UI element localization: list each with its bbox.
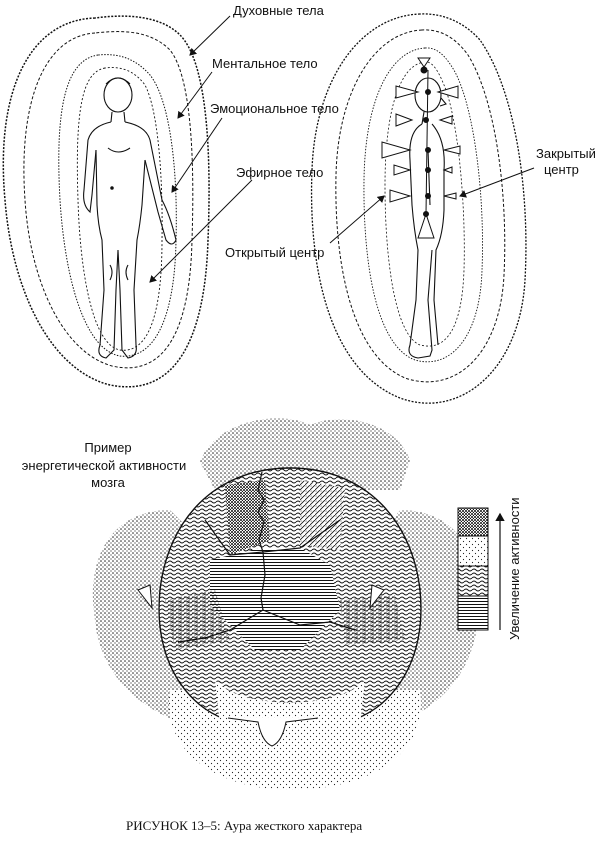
outer-aura-outline — [2, 15, 210, 388]
brain-title-line3: мозга — [91, 475, 125, 490]
pointer-mental — [177, 71, 213, 119]
chakra-cone-sacral-front — [443, 192, 457, 200]
pointer-open-center — [329, 195, 385, 244]
chakra-cone-heart-front — [443, 145, 461, 155]
pointer-emotional — [171, 117, 223, 193]
right-frontal-zone — [300, 480, 345, 550]
scale-level-5 — [457, 507, 489, 537]
scale-label: Увеличение активности — [507, 497, 522, 640]
chakra-cone-brow-back — [395, 85, 420, 99]
frontal-zone — [225, 480, 270, 555]
scale-level-2 — [457, 595, 489, 631]
brain-title-line1: Пример — [84, 440, 131, 455]
label-closed-center-2: центр — [544, 162, 579, 177]
right-temporal-zone — [340, 595, 405, 645]
pointer-etheric — [149, 179, 253, 283]
label-open-center: Открытый центр — [225, 245, 324, 260]
left-horn — [137, 584, 153, 610]
brain-energy-diagram — [92, 418, 480, 790]
brain-title: Пример энергетической активности мозга — [22, 440, 187, 490]
label-emotional-body: Эмоциональное тело — [210, 101, 339, 116]
scale-level-4 — [457, 535, 489, 567]
chakra-cone-root — [417, 212, 435, 239]
right-horn — [369, 584, 385, 610]
pointer-lines — [149, 15, 535, 283]
human-figure-front — [83, 77, 177, 359]
right-aura-figure — [310, 13, 527, 404]
occipital-zone — [215, 680, 365, 737]
mental-body-outline — [58, 54, 177, 357]
chakra-cone-solar-front — [442, 166, 453, 174]
chakra-cone-sacral-back — [389, 189, 412, 203]
label-mental-body: Ментальное тело — [212, 56, 318, 71]
chakra-centers — [381, 57, 461, 239]
label-etheric-body: Эфирное тело — [236, 165, 323, 180]
chakra-cone-throat-front — [438, 115, 453, 125]
pointer-closed-center — [459, 167, 535, 198]
pointer-spiritual — [189, 15, 231, 56]
chakra-cone-brow-front — [436, 85, 459, 99]
label-closed-center-1: Закрытый — [536, 146, 596, 161]
second-aura-outline — [23, 31, 194, 369]
chakra-cone-heart-back — [381, 141, 412, 159]
right-second-aura — [335, 29, 506, 383]
emotional-body-outline — [76, 67, 163, 351]
nose-chin — [227, 717, 319, 747]
right-inner-aura — [363, 47, 483, 363]
right-outer-aura — [310, 13, 527, 404]
chakra-cone-throat-back — [395, 113, 414, 127]
sutures — [177, 471, 356, 643]
scale-level-3 — [457, 565, 489, 597]
label-spiritual-bodies: Духовные тела — [233, 3, 325, 18]
activity-scale: Увеличение активности — [457, 497, 522, 640]
figure-caption: РИСУНОК 13–5: Аура жесткого характера — [126, 818, 362, 833]
chakra-cone-solar-back — [393, 164, 412, 176]
brain-title-line2: энергетической активности — [22, 458, 187, 473]
left-aura-figure — [2, 15, 210, 388]
right-innermost-aura — [384, 61, 465, 347]
aura-labels: Духовные тела Ментальное тело Эмоциональ… — [210, 3, 596, 260]
